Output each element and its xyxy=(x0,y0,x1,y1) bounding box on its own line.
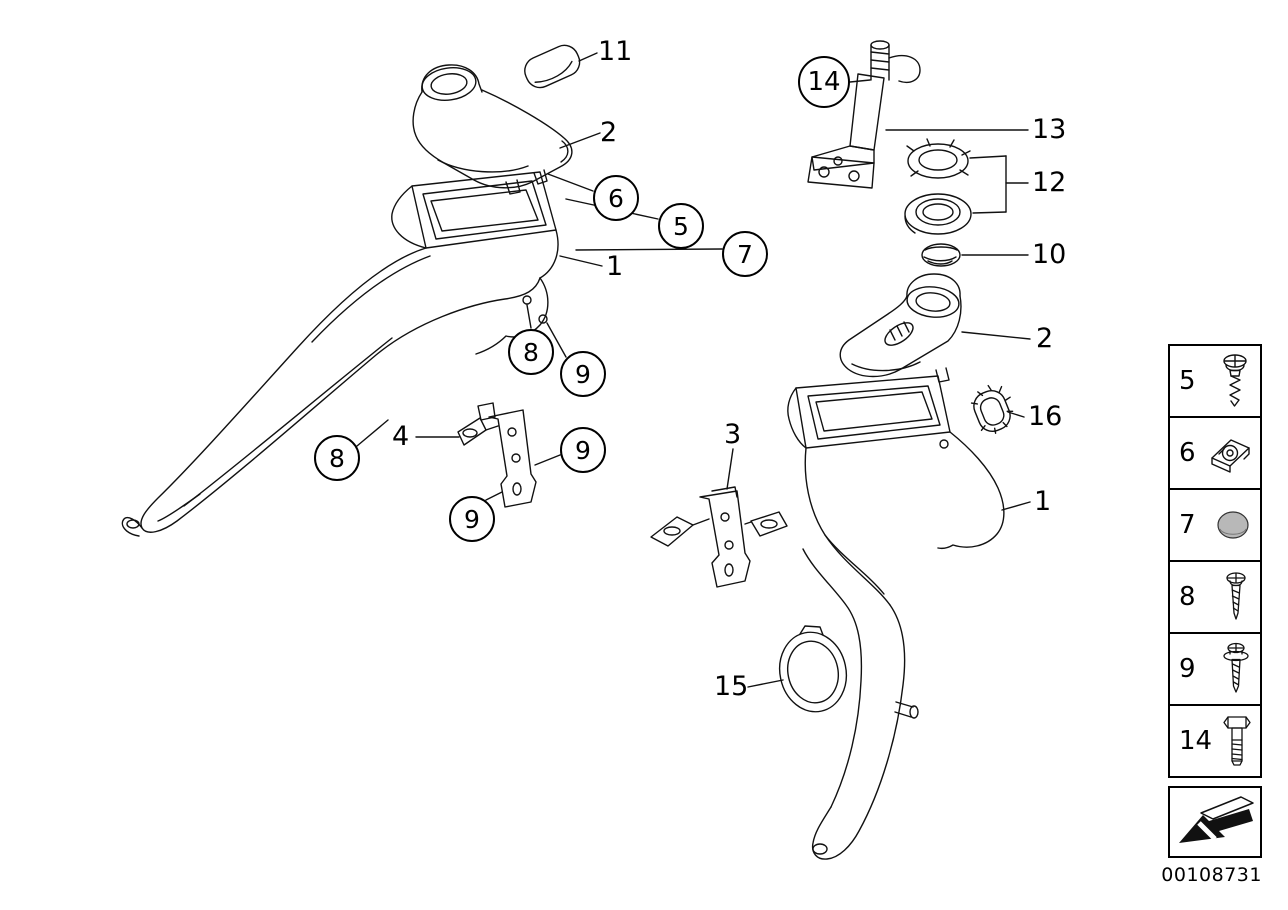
fastener-legend: 5 6 xyxy=(1168,344,1262,778)
callout-circle-8-b[interactable]: 8 xyxy=(314,435,360,481)
callout-label-15[interactable]: 15 xyxy=(714,671,749,702)
callout-circle-9-c[interactable]: 9 xyxy=(449,496,495,542)
callout-label-1-left[interactable]: 1 xyxy=(606,251,624,282)
callout-circle-6[interactable]: 6 xyxy=(593,175,639,221)
bracket-3 xyxy=(650,486,788,588)
legend-number-9: 9 xyxy=(1179,654,1196,684)
ring-12 xyxy=(904,193,972,235)
legend-row-5[interactable]: 5 xyxy=(1168,344,1262,418)
callout-label-4[interactable]: 4 xyxy=(392,421,410,452)
legend-number-5: 5 xyxy=(1179,366,1196,396)
callout-label-2-right[interactable]: 2 xyxy=(1036,323,1054,354)
right-trim-panel xyxy=(787,375,1005,860)
upper-cover-left xyxy=(412,64,573,195)
pan-head-screw-icon xyxy=(1223,354,1247,407)
callout-label-11[interactable]: 11 xyxy=(598,36,633,67)
callout-label-2-left[interactable]: 2 xyxy=(600,117,618,148)
cap-11 xyxy=(524,44,581,89)
legend-number-14: 14 xyxy=(1179,726,1213,756)
gasket-16 xyxy=(970,384,1014,434)
direction-arrow-box xyxy=(1168,786,1262,858)
legend-number-8: 8 xyxy=(1179,582,1196,612)
jack-bracket-13 xyxy=(807,40,921,189)
callout-circle-5[interactable]: 5 xyxy=(658,203,704,249)
legend-number-7: 7 xyxy=(1179,510,1196,540)
callout-label-12[interactable]: 12 xyxy=(1032,167,1067,198)
callout-label-10[interactable]: 10 xyxy=(1032,239,1067,270)
callout-label-1-right[interactable]: 1 xyxy=(1034,486,1052,517)
legend-row-14[interactable]: 14 xyxy=(1168,704,1262,778)
callout-circle-9-a[interactable]: 9 xyxy=(560,351,606,397)
callout-label-16[interactable]: 16 xyxy=(1028,401,1063,432)
flange-screw-icon xyxy=(1223,642,1249,693)
legend-row-6[interactable]: 6 xyxy=(1168,416,1262,490)
callout-label-13[interactable]: 13 xyxy=(1032,114,1067,145)
callout-circle-14[interactable]: 14 xyxy=(798,56,850,108)
legend-row-9[interactable]: 9 xyxy=(1168,632,1262,706)
callout-circle-7[interactable]: 7 xyxy=(722,231,768,277)
leader-lines xyxy=(356,52,1031,688)
grommet-12 xyxy=(906,138,971,179)
upper-cover-right xyxy=(839,273,962,383)
direction-arrow-icon xyxy=(1179,796,1254,843)
left-trim-panel xyxy=(121,171,559,537)
callout-label-3[interactable]: 3 xyxy=(724,419,742,450)
clip-nut-icon xyxy=(1211,439,1250,473)
round-cover-15 xyxy=(778,625,848,713)
legend-row-8[interactable]: 8 xyxy=(1168,560,1262,634)
hex-bolt-icon xyxy=(1223,716,1251,766)
cap-10 xyxy=(921,243,961,267)
legend-row-7[interactable]: 7 xyxy=(1168,488,1262,562)
callout-circle-8-a[interactable]: 8 xyxy=(508,329,554,375)
cap-plug-icon xyxy=(1217,511,1249,539)
callout-circle-9-b[interactable]: 9 xyxy=(560,427,606,473)
tapping-screw-icon xyxy=(1226,572,1246,620)
bracket-4 xyxy=(457,402,537,508)
legend-number-6: 6 xyxy=(1179,438,1196,468)
document-number: 00108731 xyxy=(1161,864,1262,886)
